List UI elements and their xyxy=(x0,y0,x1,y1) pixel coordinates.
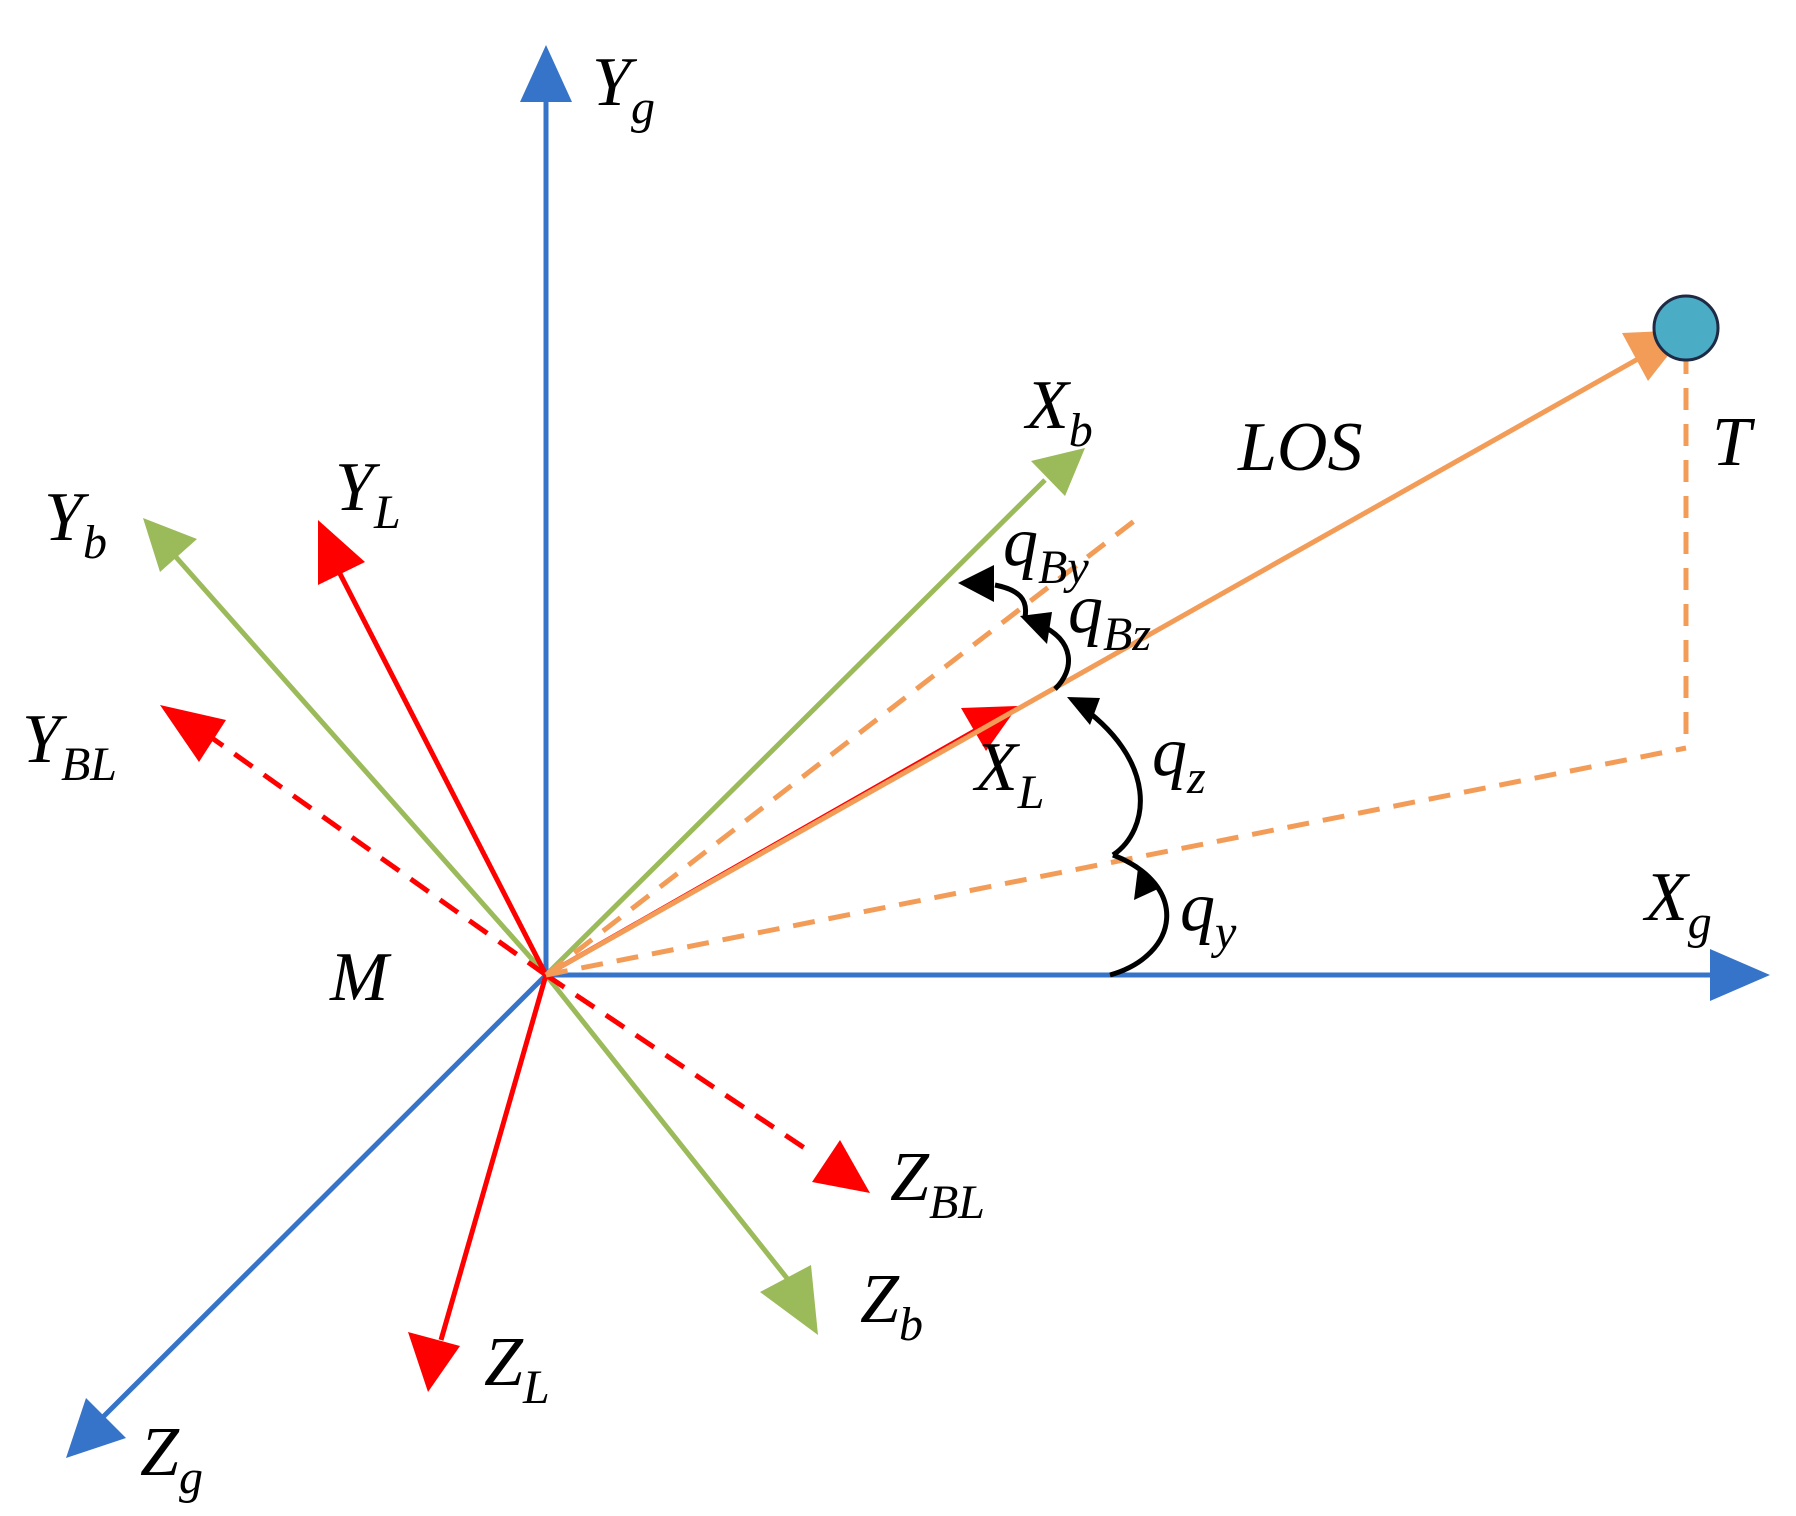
axis-yg-arrowhead xyxy=(520,45,572,102)
los-projection-dashed xyxy=(545,745,1687,978)
axis-zb-line xyxy=(544,973,792,1284)
axis-yb-arrowhead xyxy=(143,518,197,572)
label-yg: Yg xyxy=(592,44,655,134)
axis-xg-arrowhead xyxy=(1710,949,1770,1001)
axis-ybl-arrowhead xyxy=(160,705,226,762)
angle-qbz-arrowhead xyxy=(1020,612,1052,644)
axis-zl-line xyxy=(438,974,549,1341)
label-zbl: ZBL xyxy=(890,1139,985,1229)
angle-qy-arc xyxy=(1109,852,1170,978)
axis-ybl-line xyxy=(210,735,548,978)
angle-qz-arc xyxy=(1073,699,1143,858)
target-point xyxy=(1652,294,1720,362)
label-zl: ZL xyxy=(484,1324,550,1414)
axis-zg-arrowhead xyxy=(66,1398,126,1458)
axis-yb-line xyxy=(173,554,548,977)
angle-qby-arc xyxy=(994,582,1029,618)
label-qy: qy xyxy=(1180,869,1237,959)
axis-zbl-arrowhead xyxy=(812,1140,870,1193)
axis-zl-arrowhead xyxy=(408,1332,460,1392)
body-frame xyxy=(143,448,1085,1335)
labels: Yg Xg Zg Xb Yb Zb XL YL ZL YBL ZBL qBy q… xyxy=(22,44,1756,1504)
axis-yl-line xyxy=(333,564,549,977)
label-qby: qBy xyxy=(1003,504,1089,594)
label-los: LOS xyxy=(1237,409,1362,486)
los-group xyxy=(544,294,1720,978)
axis-yl-arrowhead xyxy=(318,520,365,585)
ground-frame xyxy=(66,45,1770,1458)
axis-zg-line xyxy=(98,973,548,1422)
label-yb: Yb xyxy=(44,479,107,569)
bisector-dashed xyxy=(544,516,1140,977)
label-origin-m: M xyxy=(329,939,392,1016)
angle-qz-arrowhead xyxy=(1067,697,1100,725)
angle-qby-arrowhead xyxy=(958,565,994,602)
angle-qbz-arc xyxy=(1038,622,1071,691)
label-ybl: YBL xyxy=(22,701,117,791)
angle-arcs xyxy=(958,565,1170,978)
axis-zbl-line xyxy=(544,972,817,1158)
label-xb: Xb xyxy=(1023,367,1093,457)
los-line xyxy=(544,352,1647,978)
label-xl: XL xyxy=(972,729,1044,819)
label-target-t: T xyxy=(1712,404,1756,481)
axis-xb-line xyxy=(544,478,1047,977)
axis-zb-arrowhead xyxy=(760,1265,818,1335)
label-qbz: qBz xyxy=(1068,571,1151,661)
label-zg: Zg xyxy=(140,1414,203,1504)
axis-xb-arrowhead xyxy=(1031,448,1085,496)
label-zb: Zb xyxy=(860,1261,923,1351)
angle-qy-arrowhead xyxy=(1134,868,1160,900)
label-xg: Xg xyxy=(1642,859,1712,949)
label-yl: YL xyxy=(335,449,401,539)
label-qz: qz xyxy=(1152,714,1206,804)
